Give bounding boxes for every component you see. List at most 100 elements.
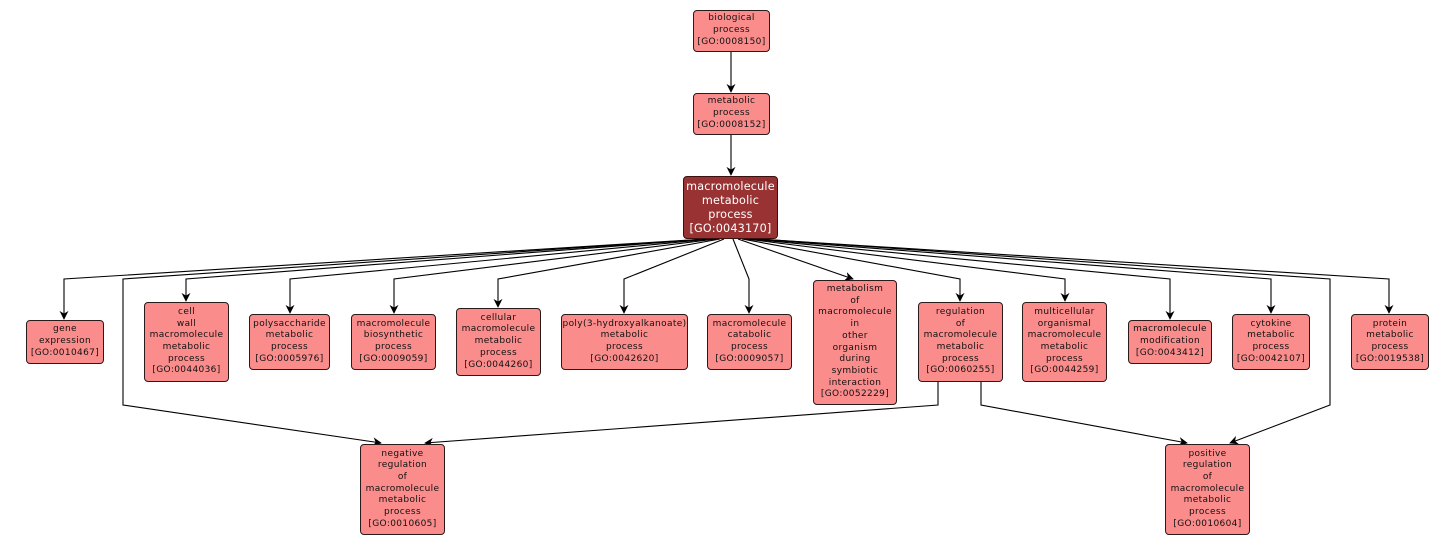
go-term-label-line: regulation [377, 460, 428, 471]
go-term-label-line: macromolecule [1170, 483, 1245, 494]
is-a-edge [285, 238, 713, 314]
go-term-label-line: process [712, 108, 751, 119]
go-term-label-line: macromolecule [923, 330, 998, 341]
go-term-label-line: biosynthetic [363, 330, 424, 341]
go-term-label-line: metabolic [378, 495, 427, 506]
go-term-label-line: positive [1188, 448, 1227, 459]
go-term-label-line: cytokine [1250, 318, 1292, 329]
go-term-label-line: symbiotic [831, 365, 879, 376]
go-term-label-line: metabolic [162, 342, 211, 352]
go-term-label-line: of [955, 318, 966, 329]
go-term-id: [GO:0009059] [359, 353, 428, 364]
is-a-edge [493, 238, 721, 308]
go-term-id: [GO:0010467] [30, 347, 100, 358]
is-a-edge [737, 238, 854, 281]
is-a-edge [619, 238, 725, 314]
go-term-label-line: macromolecule [461, 324, 536, 335]
go-term-label-line: polysaccharide [253, 318, 326, 329]
go-term-id: [GO:0042620] [590, 353, 659, 364]
go-term-label-line: of [397, 471, 408, 482]
go-term-label-line: process [270, 342, 309, 352]
go-term-label-line: metabolic [936, 342, 985, 352]
go-term-label-line: process [730, 342, 769, 352]
go-term-label-line: metabolic [701, 193, 760, 207]
go-term-label-line: metabolism [826, 283, 884, 294]
is-a-edge [749, 238, 1175, 320]
is-a-edge [424, 382, 939, 447]
go-term-label-line: regulation [935, 306, 986, 317]
go-term-label-line: process [167, 353, 206, 364]
go-term-label-line: process [1188, 507, 1227, 518]
go-term-label-line: metabolic [600, 330, 649, 341]
go-term-label-line: other [842, 330, 868, 341]
go-term-label-line: process [1371, 342, 1409, 352]
go-term-label-line: macromolecule [1027, 330, 1102, 341]
is-a-edge [732, 238, 754, 314]
go-term-id: [GO:0008150] [697, 36, 766, 47]
is-a-edge [980, 382, 1188, 446]
go-term-label-line: macromolecule [686, 179, 775, 193]
go-term-label-line: metabolic [474, 336, 523, 347]
go-term-label-line: process [383, 507, 422, 518]
go-term-id: [GO:0010605] [368, 518, 437, 529]
go-term-label-line: gene [53, 324, 77, 335]
go-term-label-line: metabolic [1040, 342, 1089, 352]
go-term-label-line: metabolic [1247, 330, 1295, 341]
go-term-id: [GO:0044036] [152, 365, 221, 376]
go-term-label-line: process [941, 353, 980, 364]
go-term-label-line: process [708, 207, 753, 221]
go-term-label-line: process [1045, 353, 1084, 364]
go-term-label-line: metabolic [707, 96, 756, 107]
go-term-label-line: during [839, 354, 871, 365]
go-term-label-line: process [1252, 342, 1290, 352]
go-term-label-line: metabolic [265, 330, 314, 341]
go-term-label-line: protein [1372, 318, 1408, 329]
go-term-label-line: in [850, 319, 860, 330]
is-a-edge [745, 238, 1070, 302]
go-term-label-line: metabolic [1366, 330, 1414, 341]
go-term-label-line: wall [176, 318, 197, 329]
go-term-label-line: process [374, 342, 413, 352]
go-term-id: [GO:0009057] [715, 353, 784, 364]
go-term-label-line: macromolecule [365, 483, 440, 494]
go-term-id: [GO:0060255] [926, 365, 995, 376]
go-term-id: [GO:0008152] [697, 119, 766, 130]
go-term-label-line: macromolecule [712, 318, 787, 329]
go-term-label-line: process [605, 342, 644, 352]
go-term-label-line: biological [708, 13, 755, 24]
go-term-label-line: regulation [1182, 460, 1233, 471]
go-term-label-line: process [712, 25, 751, 36]
go-term-id: [GO:0052229] [820, 389, 890, 400]
go-term-id: [GO:0043412] [1135, 347, 1205, 358]
go-term-label-line: negative [381, 448, 424, 459]
go-term-label-line: modification [1139, 336, 1201, 347]
is-a-edge [122, 238, 707, 447]
is-a-edge [181, 238, 709, 302]
go-term-label-line: interaction [828, 377, 882, 388]
is-a-edge [757, 238, 1394, 314]
go-term-label-line: poly(3-hydroxyalkanoate) [562, 318, 687, 329]
go-term-label-line: organism [832, 342, 878, 353]
go-term-label-line: metabolic [1183, 495, 1232, 506]
go-term-id: [GO:0044260] [464, 359, 533, 370]
go-term-label-line: macromolecule [818, 307, 892, 318]
